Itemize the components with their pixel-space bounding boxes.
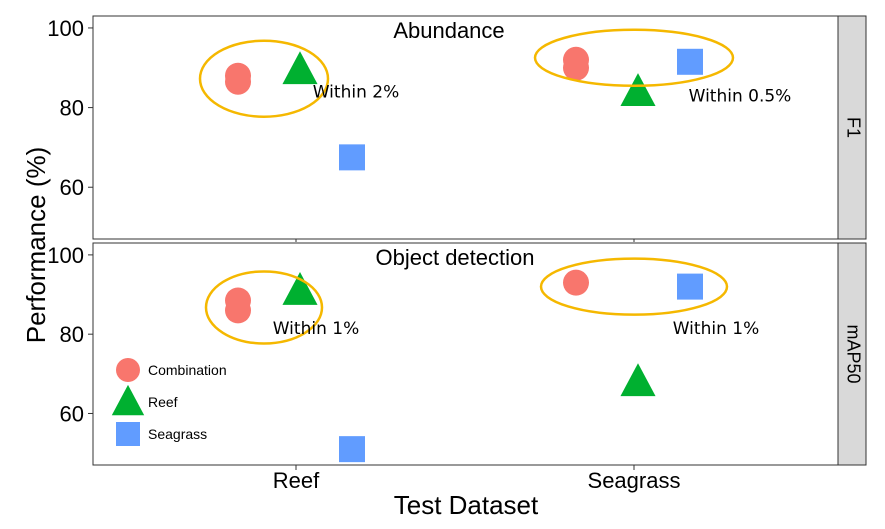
legend-marker-seagrass xyxy=(116,422,140,446)
legend-marker-combination xyxy=(116,358,140,382)
x-axis-label: Test Dataset xyxy=(394,490,539,520)
highlight-ellipse xyxy=(198,39,330,118)
facet-strip xyxy=(837,15,867,240)
highlight-ellipse xyxy=(204,270,324,345)
data-point-seagrass xyxy=(677,273,703,300)
legend-label: Seagrass xyxy=(148,426,207,442)
legend-label: Reef xyxy=(148,394,178,410)
panel-title: Object detection xyxy=(376,245,535,270)
y-tick-label: 80 xyxy=(60,322,84,347)
y-tick-label: 60 xyxy=(60,401,84,426)
data-point-seagrass xyxy=(339,436,365,463)
panel-border xyxy=(92,242,839,466)
data-point-combination xyxy=(225,62,251,89)
panel-border xyxy=(92,15,839,240)
annotation-text: Within 2% xyxy=(313,83,399,103)
facet-strip xyxy=(837,242,867,466)
facet-strip-label: F1 xyxy=(843,117,863,138)
y-axis-label: Performance (%) xyxy=(21,147,51,344)
legend-marker-reef xyxy=(111,384,145,416)
data-point-reef xyxy=(282,51,318,85)
data-point-seagrass xyxy=(677,48,703,75)
y-tick-label: 80 xyxy=(60,96,84,121)
data-point-reef xyxy=(620,73,656,107)
data-point-reef xyxy=(282,272,318,305)
panel-title: Abundance xyxy=(393,18,504,43)
x-tick-label: Seagrass xyxy=(588,468,681,493)
facet-strip-label: mAP50 xyxy=(843,324,863,383)
highlight-ellipse xyxy=(539,257,729,316)
data-point-combination xyxy=(563,269,589,296)
y-tick-label: 100 xyxy=(47,243,84,268)
y-tick-label: 100 xyxy=(47,16,84,41)
highlight-ellipse xyxy=(533,28,735,88)
annotation-text: Within 1% xyxy=(273,319,359,339)
data-point-combination xyxy=(225,287,251,314)
x-tick-label: Reef xyxy=(273,468,320,493)
y-tick-label: 60 xyxy=(60,175,84,200)
data-point-reef xyxy=(620,363,656,397)
legend-label: Combination xyxy=(148,362,227,378)
data-point-seagrass xyxy=(339,144,365,171)
annotation-text: Within 0.5% xyxy=(689,87,792,107)
annotation-text: Within 1% xyxy=(673,319,759,339)
data-point-combination xyxy=(563,46,589,73)
